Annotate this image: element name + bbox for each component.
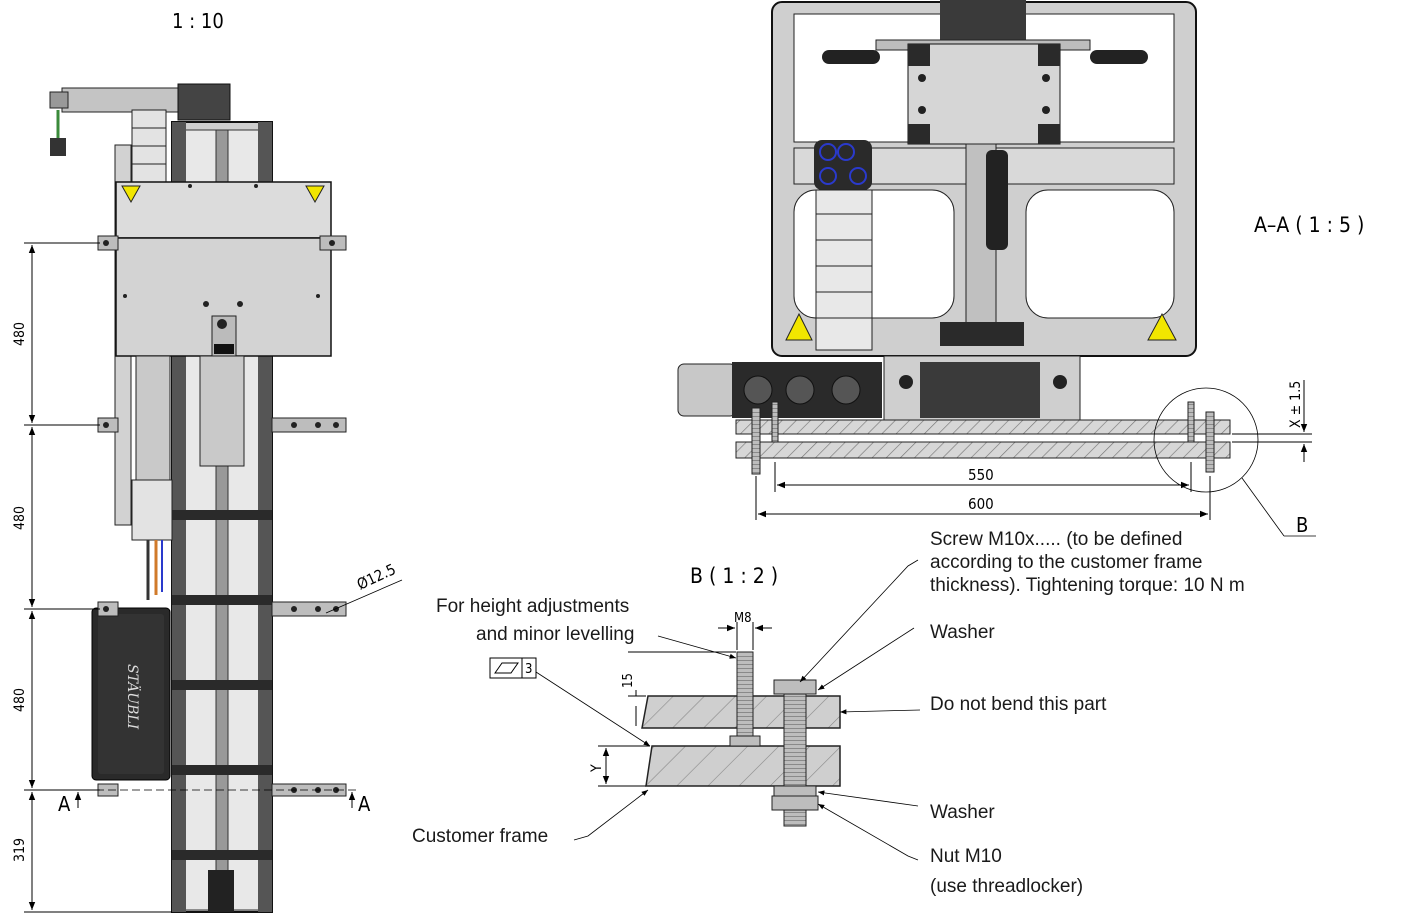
main-side-view: 1 : 10 — [12, 9, 403, 913]
staubli-logo: STÄUBLI — [124, 664, 142, 730]
top-plate-section — [735, 419, 1231, 435]
section-view-a-a: A–A ( 1 : 5 ) — [677, 0, 1364, 537]
dim-480-c: 480 — [12, 688, 28, 712]
section-mark-left: A — [58, 792, 71, 816]
section-scale-label: A–A ( 1 : 5 ) — [1254, 213, 1364, 237]
screw-note-line1: Screw M10x..... (to be defined — [930, 529, 1182, 550]
detail-view-b: B ( 1 : 2 ) M8 15 — [412, 529, 1245, 897]
customer-frame-section — [735, 441, 1231, 459]
dim-319: 319 — [12, 838, 28, 862]
washer-top-label: Washer — [930, 622, 995, 643]
warning-icon-right — [1147, 312, 1177, 341]
dim-y: Y — [589, 764, 605, 773]
dim-480-b: 480 — [12, 506, 28, 530]
nut-label-line1: Nut M10 — [930, 846, 1002, 867]
height-note-line1: For height adjustments — [436, 596, 629, 617]
do-not-bend-label: Do not bend this part — [930, 694, 1107, 715]
dim-15: 15 — [621, 673, 636, 688]
section-mark-right: A — [358, 792, 371, 816]
dim-480-a: 480 — [12, 322, 28, 346]
height-note-line2: and minor levelling — [476, 624, 634, 645]
dim-x-tolerance: X ± 1.5 — [1288, 381, 1304, 428]
customer-frame-plate — [645, 745, 841, 787]
screw-note-line3: thickness). Tightening torque: 10 N m — [930, 575, 1245, 596]
nut-label-line2: (use threadlocker) — [930, 876, 1083, 897]
detail-callout: B — [1296, 513, 1308, 537]
detail-scale-label: B ( 1 : 2 ) — [690, 564, 778, 588]
warning-icon-left — [785, 312, 813, 341]
dim-550: 550 — [968, 466, 994, 484]
flatness-value: 3 — [525, 662, 532, 677]
dim-hole-diameter: Ø12.5 — [354, 560, 398, 594]
screw-note-line2: according to the customer frame — [930, 552, 1202, 573]
main-scale-label: 1 : 10 — [172, 9, 224, 33]
customer-frame-label: Customer frame — [412, 826, 548, 847]
dim-m8: M8 — [734, 611, 752, 626]
washer-bottom-label: Washer — [930, 802, 995, 823]
dim-600: 600 — [968, 495, 994, 513]
